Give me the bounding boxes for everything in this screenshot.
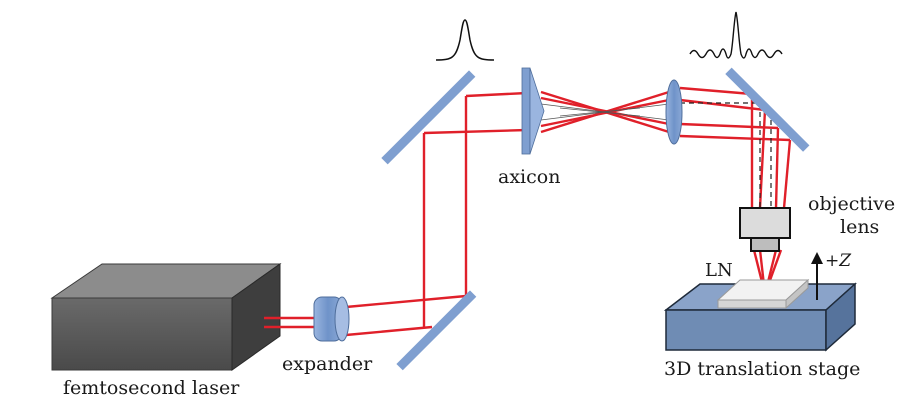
femtosecond-laser [50, 263, 282, 371]
label-z-axis: +Z [825, 251, 852, 271]
gaussian-profile-icon [435, 19, 495, 61]
bessel-zone-rays [540, 103, 670, 121]
focusing-lens [665, 79, 683, 145]
label-lens: lens [840, 216, 879, 238]
optical-axis-dashed [680, 102, 772, 208]
translation-stage [663, 282, 857, 352]
label-ln: LN [705, 260, 733, 281]
label-axicon: axicon [498, 166, 560, 188]
expander-lens [313, 296, 350, 342]
laser-front-face [51, 297, 233, 371]
ln-sample [716, 278, 810, 310]
z-axis-arrow-icon [811, 252, 823, 300]
upper-fold-mirror [381, 70, 476, 165]
stage-side-face [825, 282, 856, 352]
stage-front-face [665, 309, 827, 351]
label-3d-translation-stage: 3D translation stage [664, 358, 860, 380]
label-femtosecond-laser: femtosecond laser [63, 377, 240, 399]
bessel-profile-icon [689, 11, 783, 59]
label-objective: objective [808, 193, 895, 215]
second-fold-mirror [725, 67, 810, 152]
objective-lens [739, 207, 791, 252]
laser-side-face [231, 263, 281, 371]
lower-fold-mirror [396, 290, 477, 371]
label-expander: expander [282, 353, 373, 375]
axicon-element [521, 67, 545, 155]
